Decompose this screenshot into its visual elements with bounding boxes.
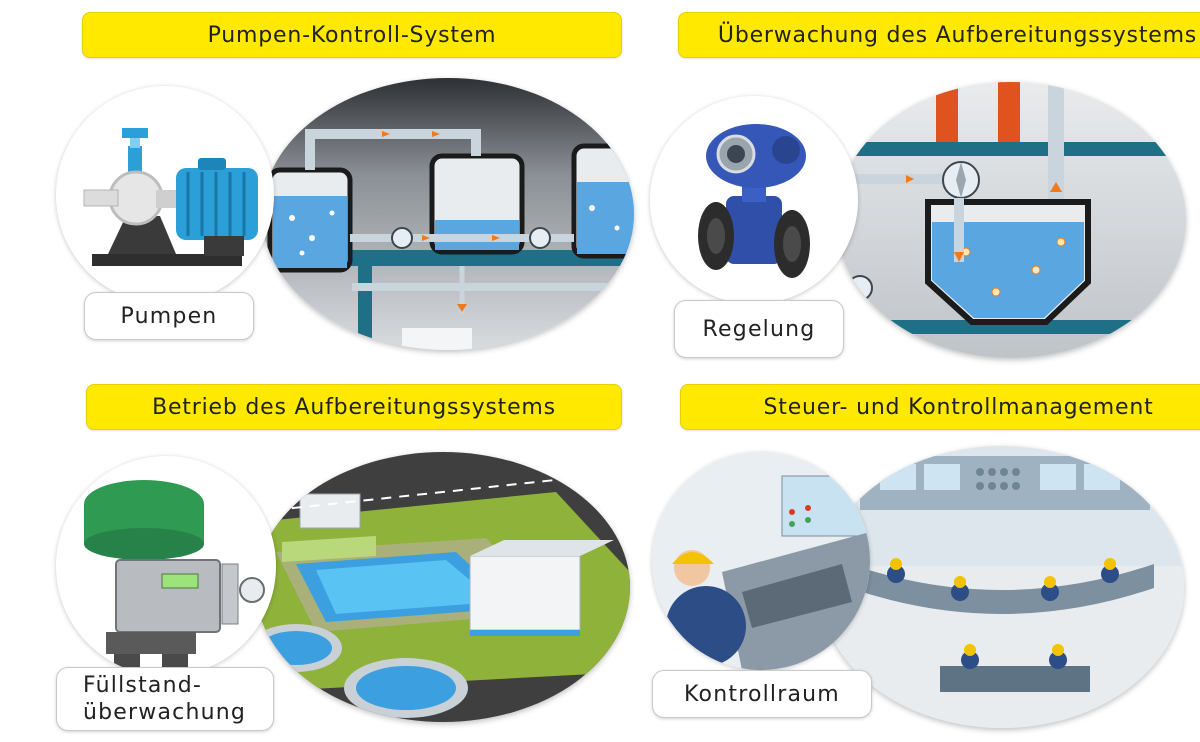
control-valve-icon <box>84 480 265 674</box>
panel-pump-control: Pumpen-Kontroll-System <box>0 0 634 370</box>
panel-title-control-management: Steuer- und Kontrollmanagement <box>680 384 1200 430</box>
pumps-label: Pumpen <box>84 292 254 340</box>
level-monitoring-label-line2: überwachung <box>83 700 247 725</box>
treatment-plant-scene <box>256 452 630 722</box>
panel-control-management: Steuer- und Kontrollmanagement <box>600 372 1200 742</box>
flowmeter-icon-circle <box>650 96 858 304</box>
pump-icon <box>83 128 258 266</box>
panel-title-treatment-monitoring: Überwachung des Aufbereitungssystems <box>678 12 1200 58</box>
treatment-plant-illustration <box>256 452 630 722</box>
operator-icon <box>652 452 870 670</box>
treatment-monitoring-illustration <box>836 82 1186 358</box>
treatment-monitoring-scene <box>836 82 1186 358</box>
panel-treatment-monitoring: Überwachung des Aufbereitungssystems <box>600 0 1200 370</box>
pump-system-illustration <box>262 78 634 350</box>
control-room-illustration <box>820 446 1184 728</box>
operator-icon-circle <box>652 452 870 670</box>
regulation-label: Regelung <box>674 300 844 358</box>
flowmeter-icon <box>698 124 810 278</box>
level-monitoring-label-line1: Füllstand- <box>83 673 203 698</box>
control-valve-icon-circle <box>56 456 276 676</box>
panel-title-pump-control: Pumpen-Kontroll-System <box>82 12 622 58</box>
pump-system-scene <box>262 78 634 350</box>
level-monitoring-label: Füllstand- überwachung <box>56 667 274 731</box>
panel-treatment-operation: Betrieb des Aufbereitungssystems <box>0 372 630 742</box>
control-room-scene <box>820 446 1184 728</box>
panel-title-treatment-operation: Betrieb des Aufbereitungssystems <box>86 384 622 430</box>
pump-icon-circle <box>56 86 274 304</box>
control-room-label: Kontrollraum <box>652 670 872 718</box>
